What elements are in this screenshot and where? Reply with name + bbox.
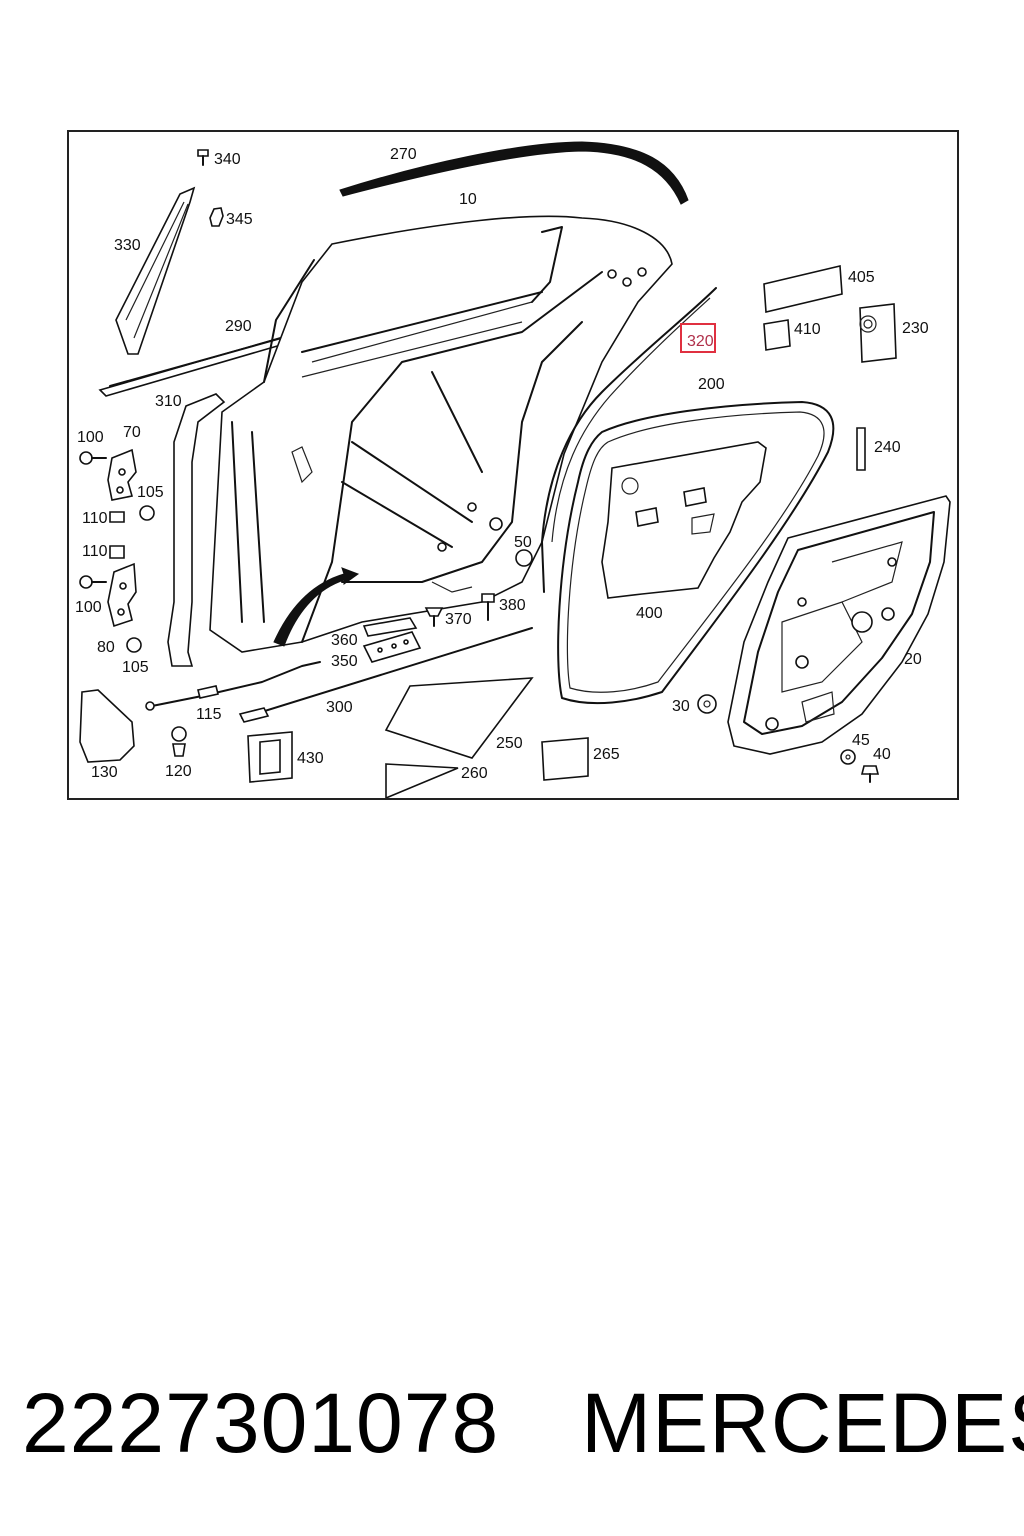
callout-360: 360: [331, 632, 358, 649]
part-320-channel-inner: [551, 297, 711, 543]
callout-370: 370: [445, 611, 472, 628]
part-430-insert: [247, 731, 293, 783]
nut-110a: [109, 511, 125, 523]
callout-115: 115: [196, 706, 222, 723]
callout-100-upper: 100: [77, 429, 104, 446]
callout-10: 10: [459, 191, 477, 208]
cable-115-sleeve: [197, 685, 219, 699]
part-130-door-check: [79, 689, 135, 763]
hinge-upper-70: [107, 448, 137, 501]
bolt-40: [860, 765, 880, 783]
nut-105b: [126, 637, 142, 653]
part-10-door-shell: [209, 215, 673, 653]
callout-110-upper: 110: [82, 510, 108, 527]
callout-110-lower: 110: [82, 543, 108, 560]
callout-430: 430: [297, 750, 324, 767]
grommet-50: [515, 549, 533, 567]
pad-405: [763, 265, 843, 313]
rod-300-end: [238, 707, 270, 723]
bolt-100b: [79, 575, 107, 589]
callout-410: 410: [794, 321, 821, 338]
part-330-channel: [115, 186, 196, 355]
washer-45: [840, 749, 856, 765]
callout-240: 240: [874, 439, 901, 456]
callout-260: 260: [461, 765, 488, 782]
hinge-lower-80: [107, 562, 137, 628]
callout-350: 350: [331, 653, 358, 670]
part-330-inner-line: [125, 201, 189, 339]
callout-310: 310: [155, 393, 182, 410]
part-310-panel: [167, 393, 226, 667]
callout-130: 130: [91, 764, 118, 781]
part-400-barrier: [601, 441, 767, 599]
part-400-cutout-1: [621, 477, 639, 495]
callout-265: 265: [593, 746, 620, 763]
clip-370: [424, 607, 444, 627]
callout-40: 40: [873, 746, 891, 763]
pad-410: [763, 319, 791, 351]
connector-350-360: [362, 617, 422, 663]
part-270-roof-trim: [339, 141, 689, 205]
parts-diagram: 340 270 345 330 10 405 290 410 230 320 3…: [67, 130, 959, 800]
bolt-380: [481, 593, 495, 621]
callout-380: 380: [499, 597, 526, 614]
bolt-100a: [79, 451, 107, 465]
cable-115: [151, 661, 321, 707]
callout-250: 250: [496, 735, 523, 752]
nut-110b: [109, 545, 125, 559]
callout-300: 300: [326, 699, 353, 716]
clip-345: [209, 207, 224, 227]
part-20-door-module: [727, 495, 951, 755]
callout-345: 345: [226, 211, 253, 228]
callout-105-lower: 105: [122, 659, 149, 676]
nut-105a: [139, 505, 155, 521]
screw-340: [197, 149, 209, 166]
callout-45: 45: [852, 732, 870, 749]
callout-320: 320: [687, 333, 714, 350]
part-400-cutout-2: [683, 487, 707, 507]
part-400-cutout-4: [691, 513, 715, 535]
callout-270: 270: [390, 146, 417, 163]
film-260: [385, 763, 459, 798]
film-265: [541, 737, 589, 781]
part-number: 2227301078: [22, 1375, 500, 1470]
callout-20: 20: [904, 651, 922, 668]
callout-200: 200: [698, 376, 725, 393]
caption: 2227301078 MERCEDES: [22, 1368, 1024, 1478]
callout-340: 340: [214, 151, 241, 168]
callout-70: 70: [123, 424, 141, 441]
pin-240: [856, 427, 866, 471]
pin-120: [171, 726, 187, 757]
callout-80: 80: [97, 639, 115, 656]
part-400-cutout-3: [635, 507, 659, 527]
callout-30: 30: [672, 698, 690, 715]
callout-105-upper: 105: [137, 484, 164, 501]
part-200-seal-inner: [566, 411, 825, 693]
callout-100-lower: 100: [75, 599, 102, 616]
grommet-30: [697, 694, 717, 714]
callout-290: 290: [225, 318, 252, 335]
callout-120: 120: [165, 763, 192, 780]
part-200-seal: [557, 401, 835, 705]
callout-405: 405: [848, 269, 875, 286]
film-250: [384, 677, 534, 759]
callout-50: 50: [514, 534, 532, 551]
callout-330: 330: [114, 237, 141, 254]
highlight-box-320: [680, 323, 716, 353]
part-320-channel: [541, 287, 717, 593]
callout-400: 400: [636, 605, 663, 622]
callout-230: 230: [902, 320, 929, 337]
arrow: [273, 567, 360, 647]
roll-230: [859, 303, 897, 363]
cable-115-end: [145, 701, 155, 711]
rod-300: [241, 627, 533, 719]
brand-name: MERCEDES: [581, 1375, 1024, 1470]
